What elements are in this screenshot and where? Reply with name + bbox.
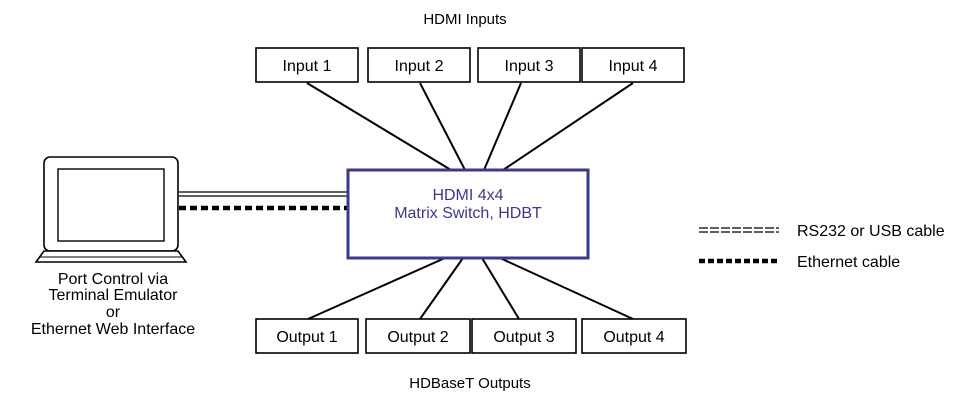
- input-box-1: Input 1: [255, 47, 359, 83]
- output-4-line: [499, 257, 634, 320]
- laptop-icon: [34, 156, 188, 263]
- input-connectors: [306, 82, 634, 171]
- input-box-4: Input 4: [581, 47, 685, 83]
- input-3-line: [483, 82, 522, 171]
- caption-line: Terminal Emulator: [49, 287, 179, 304]
- legend: RS232 or USB cable Ethernet cable: [699, 223, 945, 271]
- legend-rs232-label: RS232 or USB cable: [797, 223, 945, 240]
- computer-caption: Port Control via Terminal Emulator or Et…: [31, 271, 195, 338]
- caption-line: or: [106, 304, 121, 321]
- output-label: Output 4: [603, 329, 664, 346]
- input-box-2: Input 2: [367, 47, 471, 83]
- rs232-usb-cable: [179, 191, 348, 197]
- switch-title: HDMI 4x4: [432, 187, 503, 204]
- input-2-line: [419, 82, 466, 171]
- output-label: Output 3: [493, 329, 554, 346]
- caption-line: Ethernet Web Interface: [31, 321, 195, 338]
- output-label: Output 2: [387, 329, 448, 346]
- matrix-switch: HDMI 4x4 Matrix Switch, HDBT: [346, 168, 590, 260]
- input-label: Input 1: [283, 58, 332, 75]
- inputs-title: HDMI Inputs: [423, 11, 506, 28]
- caption-line: Port Control via: [58, 271, 168, 288]
- input-label: Input 2: [395, 58, 444, 75]
- output-box-2: Output 2: [365, 318, 471, 354]
- output-2-line: [419, 257, 464, 320]
- input-label: Input 4: [609, 58, 658, 75]
- output-connectors: [307, 257, 634, 320]
- input-box-3: Input 3: [477, 47, 581, 83]
- legend-ethernet-label: Ethernet cable: [797, 254, 900, 271]
- input-1-line: [306, 82, 452, 171]
- output-box-3: Output 3: [471, 318, 577, 354]
- legend-rs232-swatch: [699, 227, 779, 233]
- output-box-1: Output 1: [255, 318, 359, 354]
- switch-subtitle: Matrix Switch, HDBT: [394, 205, 542, 222]
- outputs-title: HDBaseT Outputs: [409, 375, 530, 392]
- output-label: Output 1: [276, 329, 337, 346]
- input-4-line: [502, 82, 634, 171]
- input-label: Input 3: [505, 58, 554, 75]
- output-box-4: Output 4: [581, 318, 687, 354]
- output-3-line: [481, 257, 520, 320]
- output-1-line: [307, 257, 446, 320]
